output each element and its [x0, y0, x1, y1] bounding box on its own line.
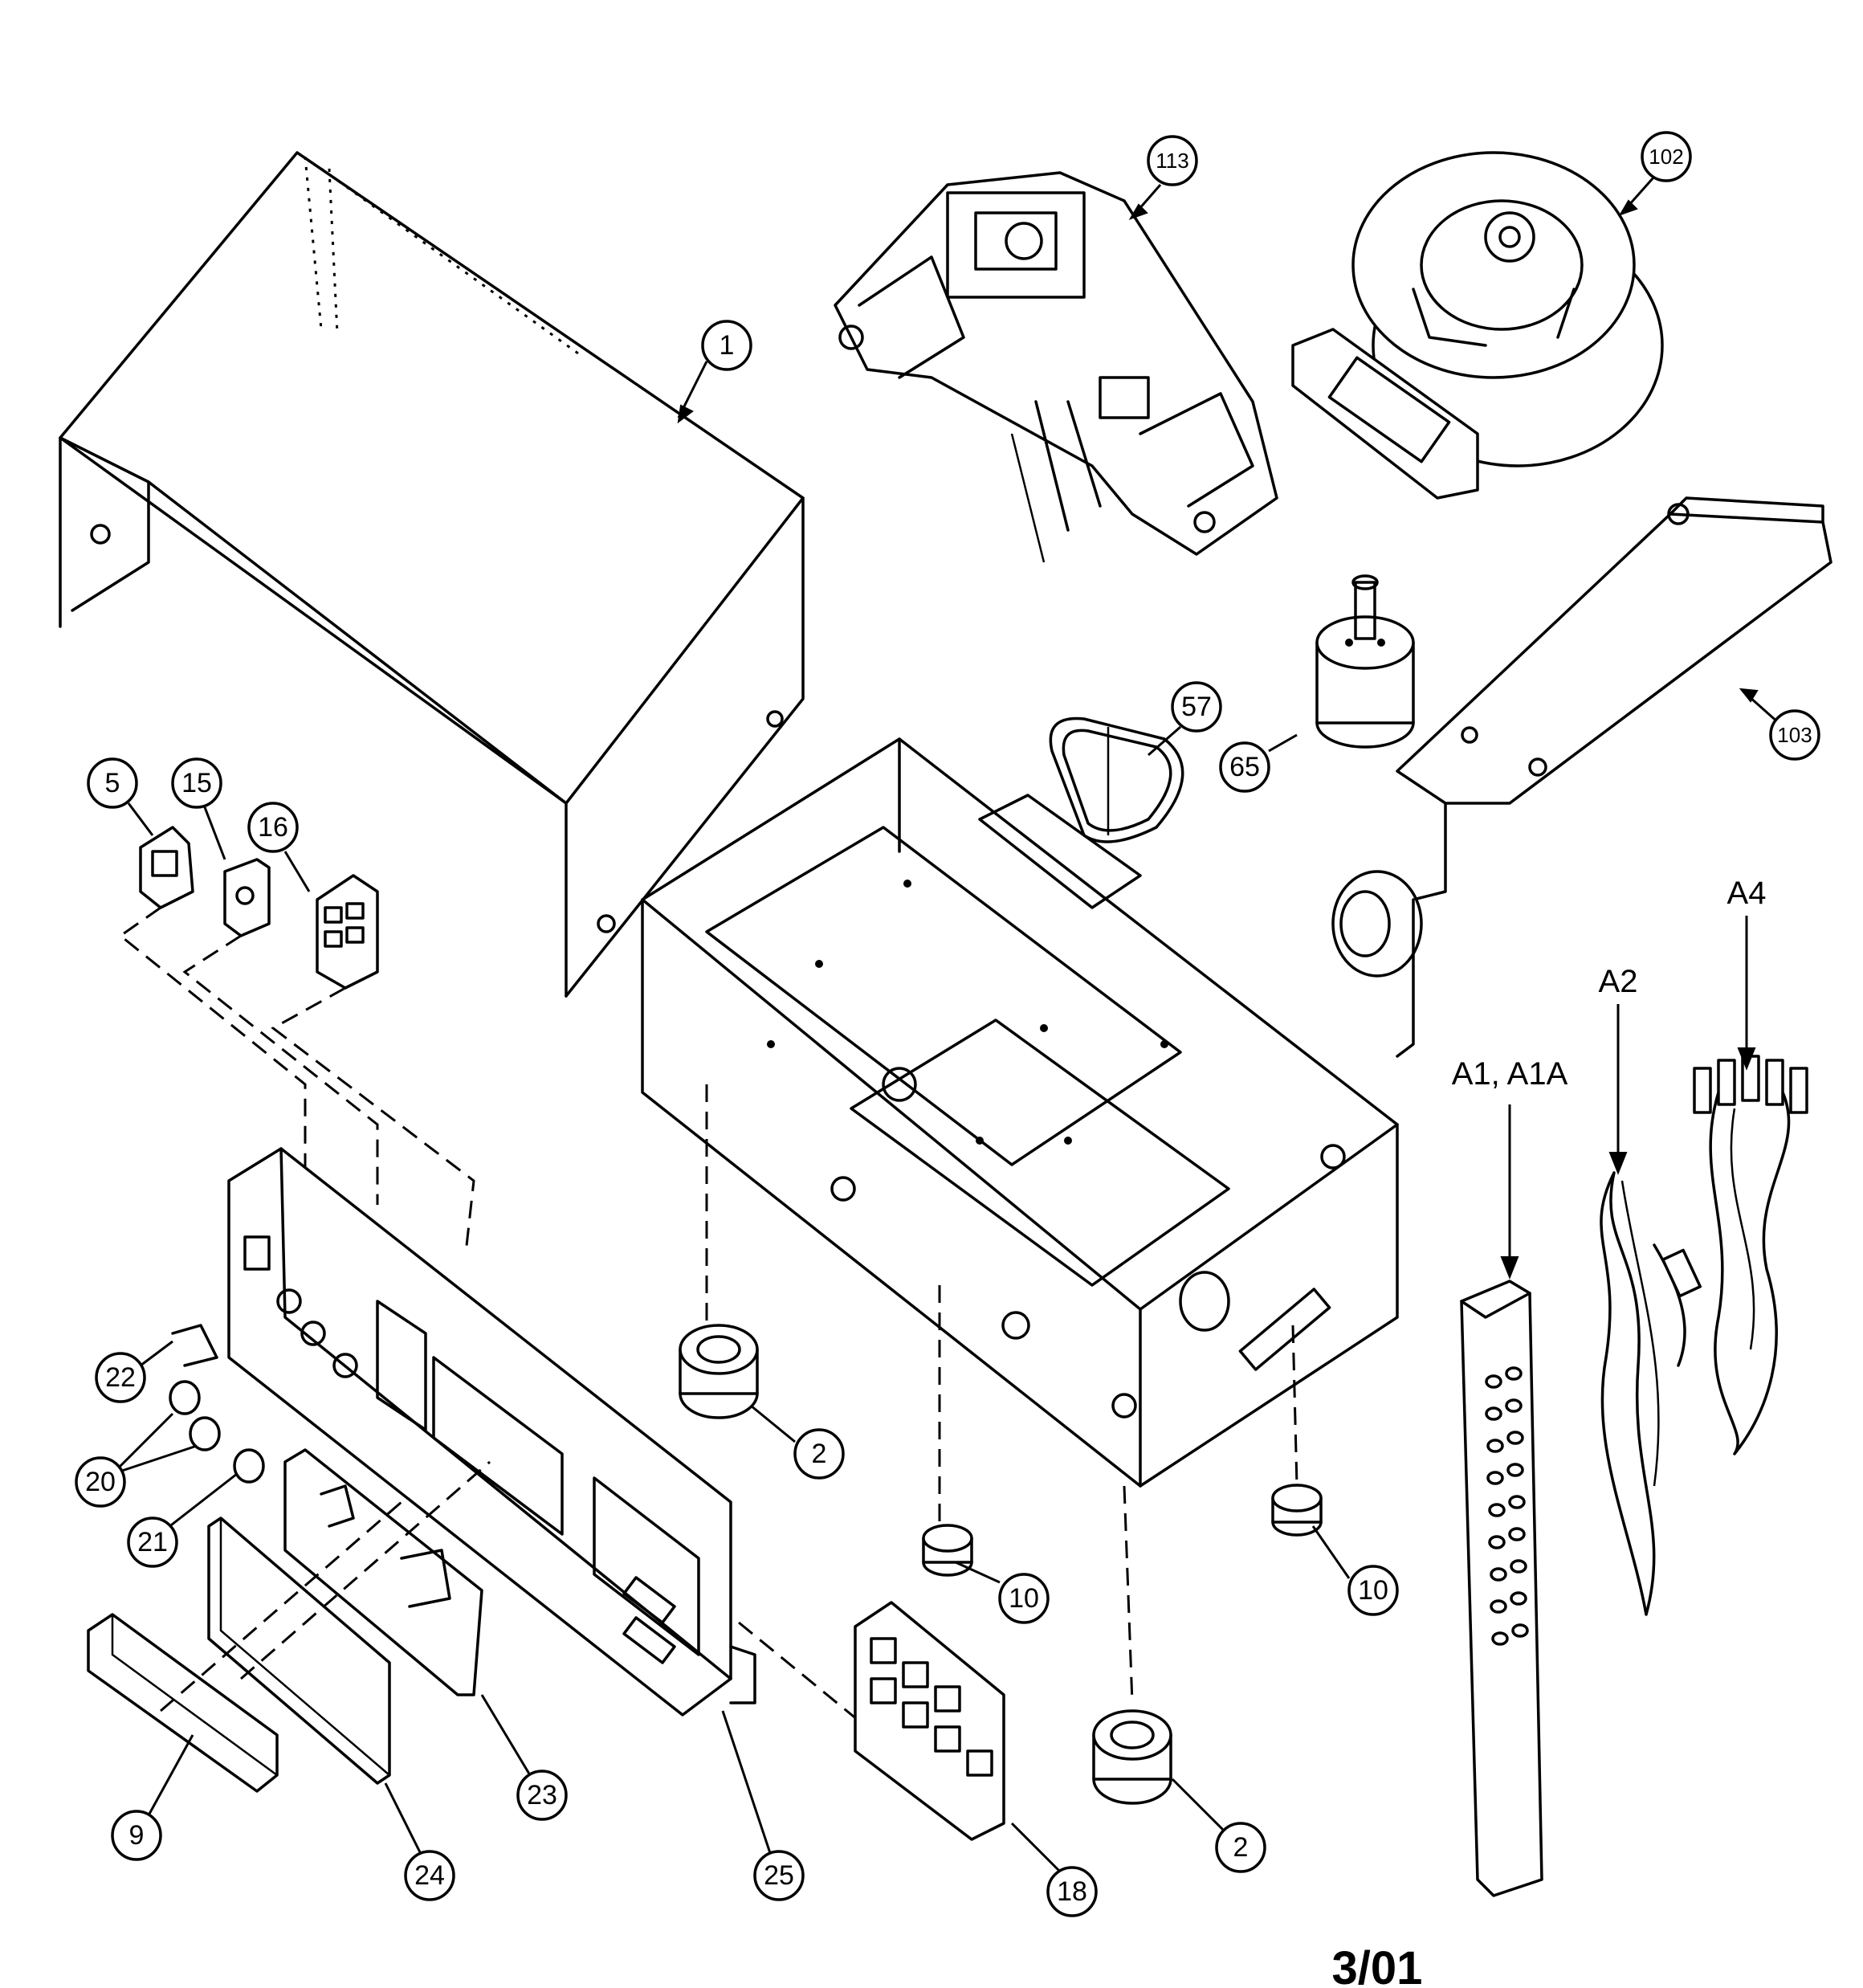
drive-belt — [1049, 716, 1184, 843]
callout-9: 9 — [111, 1810, 162, 1861]
callout-1: 1 — [701, 320, 752, 371]
callout-23: 23 — [516, 1770, 568, 1821]
svg-text:22: 22 — [105, 1362, 136, 1393]
power-cord — [1600, 1171, 1702, 1616]
callout-21: 21 — [127, 1517, 178, 1568]
switch-part-15 — [223, 858, 271, 937]
svg-text:5: 5 — [105, 768, 120, 798]
knob-20b — [189, 1416, 221, 1451]
svg-text:20: 20 — [85, 1467, 116, 1497]
front-panel — [227, 1147, 756, 1717]
svg-text:57: 57 — [1181, 692, 1212, 722]
callout-102: 102 — [1641, 131, 1692, 182]
svg-text:102: 102 — [1649, 145, 1683, 169]
spindle-motor-assembly — [1291, 151, 1664, 500]
foot-front — [1092, 1709, 1172, 1805]
callout-10-left: 10 — [998, 1573, 1050, 1624]
switch-part-5 — [139, 826, 194, 909]
front-door-9 — [87, 1613, 279, 1793]
callout-5: 5 — [87, 757, 138, 809]
svg-text:103: 103 — [1777, 723, 1812, 747]
top-cover — [59, 151, 805, 998]
rubber-foot-1 — [922, 1524, 973, 1577]
svg-text:2: 2 — [1233, 1832, 1249, 1863]
svg-text:1: 1 — [720, 330, 735, 361]
svg-text:10: 10 — [1358, 1575, 1388, 1606]
callout-10-right: 10 — [1347, 1565, 1399, 1616]
main-chassis — [641, 737, 1399, 1488]
svg-text:15: 15 — [181, 768, 212, 798]
optical-pickup-assembly — [834, 171, 1278, 563]
svg-text:65: 65 — [1229, 752, 1260, 782]
callout-57: 57 — [1171, 681, 1222, 733]
svg-text:25: 25 — [764, 1860, 794, 1891]
loading-arm-assembly — [1331, 496, 1832, 1058]
rubber-foot-2 — [1271, 1484, 1323, 1537]
pcb-part-18 — [854, 1601, 1005, 1841]
svg-text:113: 113 — [1156, 149, 1188, 173]
svg-text:16: 16 — [258, 812, 288, 843]
label-a1: A1, A1A — [1452, 1056, 1568, 1092]
knob-21 — [233, 1448, 265, 1484]
callout-65: 65 — [1219, 741, 1270, 793]
callout-113: 113 — [1147, 135, 1198, 186]
svg-text:18: 18 — [1057, 1876, 1087, 1907]
knob-20a — [169, 1380, 201, 1415]
callout-103: 103 — [1769, 709, 1820, 761]
foot-left — [679, 1324, 759, 1419]
svg-text:21: 21 — [137, 1527, 168, 1557]
display-holder-23 — [283, 1448, 483, 1696]
callout-24: 24 — [404, 1850, 455, 1901]
motor — [1315, 574, 1415, 749]
callout-16: 16 — [247, 802, 299, 853]
page-identifier: 3/01 — [1332, 1942, 1423, 1988]
callout-25: 25 — [753, 1850, 805, 1901]
callout-22: 22 — [95, 1352, 146, 1403]
svg-text:9: 9 — [129, 1820, 145, 1851]
label-a2: A2 — [1599, 964, 1638, 999]
callout-2-lower: 2 — [1215, 1822, 1266, 1873]
remote-control — [1460, 1280, 1543, 1897]
svg-text:23: 23 — [527, 1780, 557, 1810]
leader-arrowheads — [677, 199, 1759, 1280]
callout-2-upper: 2 — [793, 1428, 845, 1480]
callout-18: 18 — [1046, 1866, 1098, 1917]
bracket-22 — [171, 1324, 218, 1367]
display-window-24 — [207, 1517, 391, 1785]
svg-text:24: 24 — [414, 1860, 445, 1891]
label-a4: A4 — [1727, 876, 1767, 911]
callout-15: 15 — [171, 757, 222, 809]
svg-text:2: 2 — [812, 1439, 827, 1469]
callout-20: 20 — [75, 1456, 126, 1508]
remote-buttons — [1485, 1366, 1529, 1646]
pcb-part-16 — [316, 874, 379, 990]
svg-text:10: 10 — [1009, 1583, 1039, 1614]
av-cable — [1693, 1055, 1808, 1455]
